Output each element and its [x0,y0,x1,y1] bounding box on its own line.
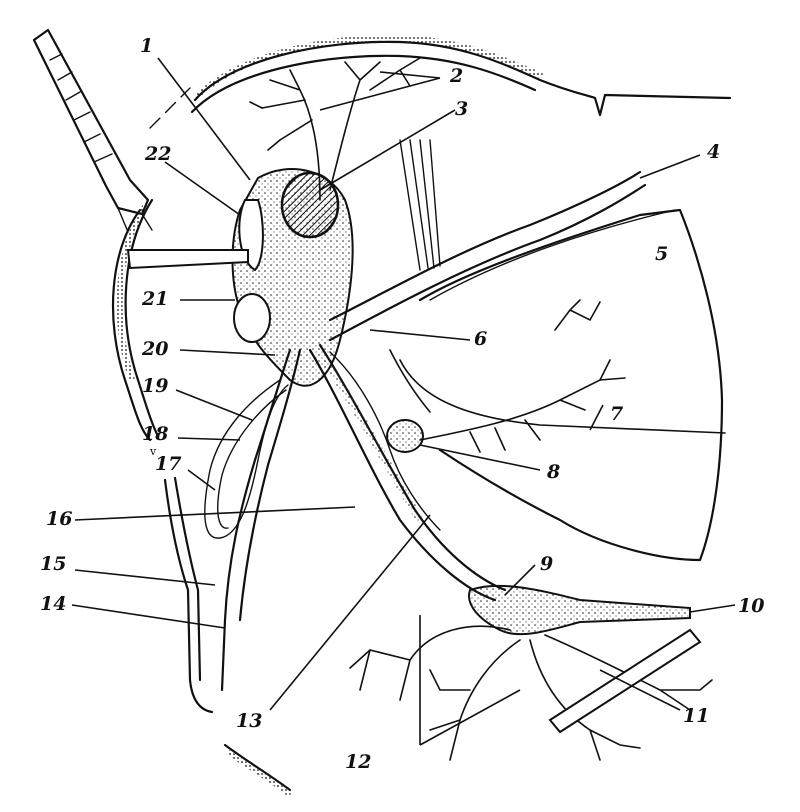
callout-13: 13 [236,710,262,732]
callout-14: 14 [40,593,66,615]
callout-19: 19 [142,375,168,397]
callout-3: 3 [455,98,468,120]
callout-6: 6 [474,328,487,350]
callout-2: 2 [449,65,463,87]
callout-7: 7 [610,403,623,425]
ventral-connectives [205,345,505,690]
callout-22: 22 [144,143,171,165]
callout-18: 18 [142,423,168,445]
callout-10: 10 [738,595,764,617]
callout-11: 11 [683,705,709,727]
callout-9: 9 [540,553,553,575]
right-organ-5 [420,210,722,560]
callout-8: 8 [546,461,560,483]
callout-20: 20 [141,338,168,360]
callout-5: 5 [655,243,668,265]
callout-12: 12 [345,751,371,773]
svg-text:v: v [149,445,157,458]
antenna [34,30,190,232]
ganglion-8 [387,300,725,452]
tract-to-4 [330,140,645,340]
callout-17: 17 [155,453,181,475]
callout-4: 4 [707,141,720,163]
callout-1: 1 [140,35,153,57]
callout-16: 16 [46,508,72,530]
callout-21: 21 [141,288,168,310]
ganglion-9-region [350,586,712,760]
callout-15: 15 [40,553,66,575]
